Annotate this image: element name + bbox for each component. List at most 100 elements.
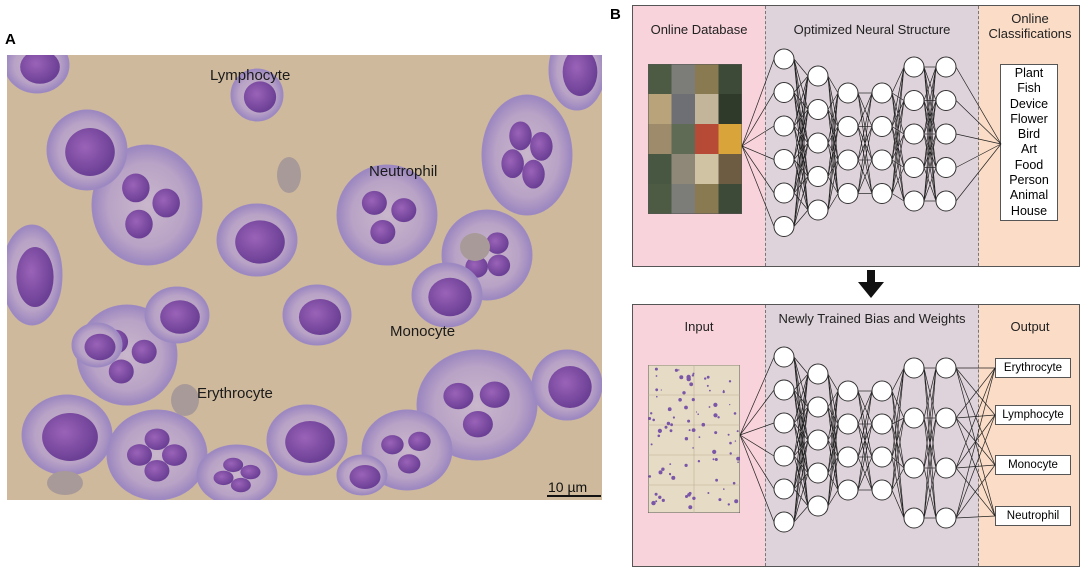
collage-tile xyxy=(695,64,719,94)
blood-dot xyxy=(691,428,696,432)
blood-dot xyxy=(658,495,662,499)
collage-tile xyxy=(671,124,695,154)
blood-dot xyxy=(661,498,665,502)
network-node xyxy=(935,123,957,145)
blood-dot xyxy=(687,493,691,497)
network-node xyxy=(935,190,957,212)
blood-dot xyxy=(695,411,698,413)
network-edge xyxy=(739,356,775,436)
network-edge xyxy=(739,434,775,457)
blood-dot xyxy=(678,369,680,371)
network-edge xyxy=(891,417,905,425)
blood-dot xyxy=(709,389,711,392)
class-item: Bird xyxy=(1017,127,1041,142)
network-edge xyxy=(857,390,873,425)
erythrocyte-cell xyxy=(47,471,83,495)
network-edge xyxy=(739,389,775,436)
network-edge xyxy=(891,489,905,519)
network-edge xyxy=(739,422,775,436)
image-collage xyxy=(648,64,742,214)
network-edge xyxy=(891,423,905,469)
blood-dot xyxy=(682,391,686,395)
network-edge xyxy=(793,406,809,523)
network-edge xyxy=(741,125,775,147)
network-edge xyxy=(793,142,809,227)
network-edge xyxy=(891,417,905,491)
blood-dot xyxy=(692,372,695,375)
blood-dot xyxy=(674,368,678,372)
network-node xyxy=(773,182,795,204)
network-edge xyxy=(955,367,996,466)
network-edge xyxy=(827,373,839,392)
network-edge xyxy=(923,133,937,202)
blood-dot xyxy=(713,402,718,407)
network-edge xyxy=(827,423,839,507)
collage-tile xyxy=(695,94,719,124)
network-edge xyxy=(793,505,809,523)
network-edge xyxy=(891,66,905,127)
scale-bar-label: 10 µm xyxy=(548,479,588,495)
network-edge xyxy=(827,126,839,211)
network-edge xyxy=(955,66,1002,145)
network-node xyxy=(871,183,893,204)
blood-dot xyxy=(668,472,672,476)
network-edge xyxy=(923,100,937,202)
neural-network-bottom xyxy=(739,346,996,533)
network-edge xyxy=(827,390,839,507)
micrograph-cell xyxy=(7,55,70,94)
blood-dot xyxy=(692,496,696,500)
collage-tile xyxy=(718,94,742,124)
network-edge xyxy=(827,92,839,211)
network-edge xyxy=(741,58,775,147)
network-node xyxy=(837,183,859,204)
blood-dot xyxy=(691,374,695,377)
micrograph-cell xyxy=(91,144,203,266)
micrograph-cell xyxy=(21,394,113,476)
network-node xyxy=(773,379,795,401)
blood-dot xyxy=(737,461,739,463)
micrograph-cell xyxy=(71,322,123,368)
network-node xyxy=(837,479,859,501)
micrograph-cell xyxy=(336,164,438,266)
blood-dot xyxy=(732,481,736,485)
blood-dot xyxy=(655,375,658,377)
blood-dot xyxy=(713,413,718,418)
network-edge xyxy=(793,109,809,227)
network-edge xyxy=(793,75,809,194)
blood-dot xyxy=(728,380,732,383)
blood-dot xyxy=(655,388,659,392)
network-node xyxy=(871,82,893,104)
collage-tile xyxy=(648,184,672,214)
network-edge xyxy=(857,390,873,458)
class-item: Fish xyxy=(1017,81,1041,96)
neural-structure-title: Optimized Neural Structure xyxy=(793,22,951,37)
network-edge xyxy=(891,390,905,419)
network-node xyxy=(807,132,829,154)
blood-dot xyxy=(698,436,701,438)
blood-dot xyxy=(672,416,675,419)
blood-dot xyxy=(701,422,706,427)
blood-dot xyxy=(650,443,653,446)
network-edge xyxy=(793,75,809,93)
network-edge xyxy=(741,92,775,147)
collage-tile xyxy=(648,124,672,154)
blood-dot xyxy=(684,463,688,467)
micrograph-cell xyxy=(531,349,602,421)
blood-dot xyxy=(689,382,694,387)
class-item: Plant xyxy=(1014,66,1044,80)
network-node xyxy=(773,346,795,368)
blood-dot xyxy=(655,500,658,503)
network-edge xyxy=(955,515,996,519)
network-node xyxy=(807,495,829,517)
network-node xyxy=(837,413,859,435)
blood-dot xyxy=(727,433,730,436)
collage-tile xyxy=(671,64,695,94)
online-database-column: Online Database xyxy=(633,6,765,266)
panel-label-a: A xyxy=(5,31,16,48)
network-node xyxy=(903,123,925,145)
retrained-diagram: Input Newly Trained Bias and Weights Out… xyxy=(632,304,1080,567)
micrograph-cell xyxy=(481,94,573,216)
class-item: Person xyxy=(1009,173,1049,188)
collage-tile xyxy=(671,154,695,184)
network-node xyxy=(871,380,893,402)
